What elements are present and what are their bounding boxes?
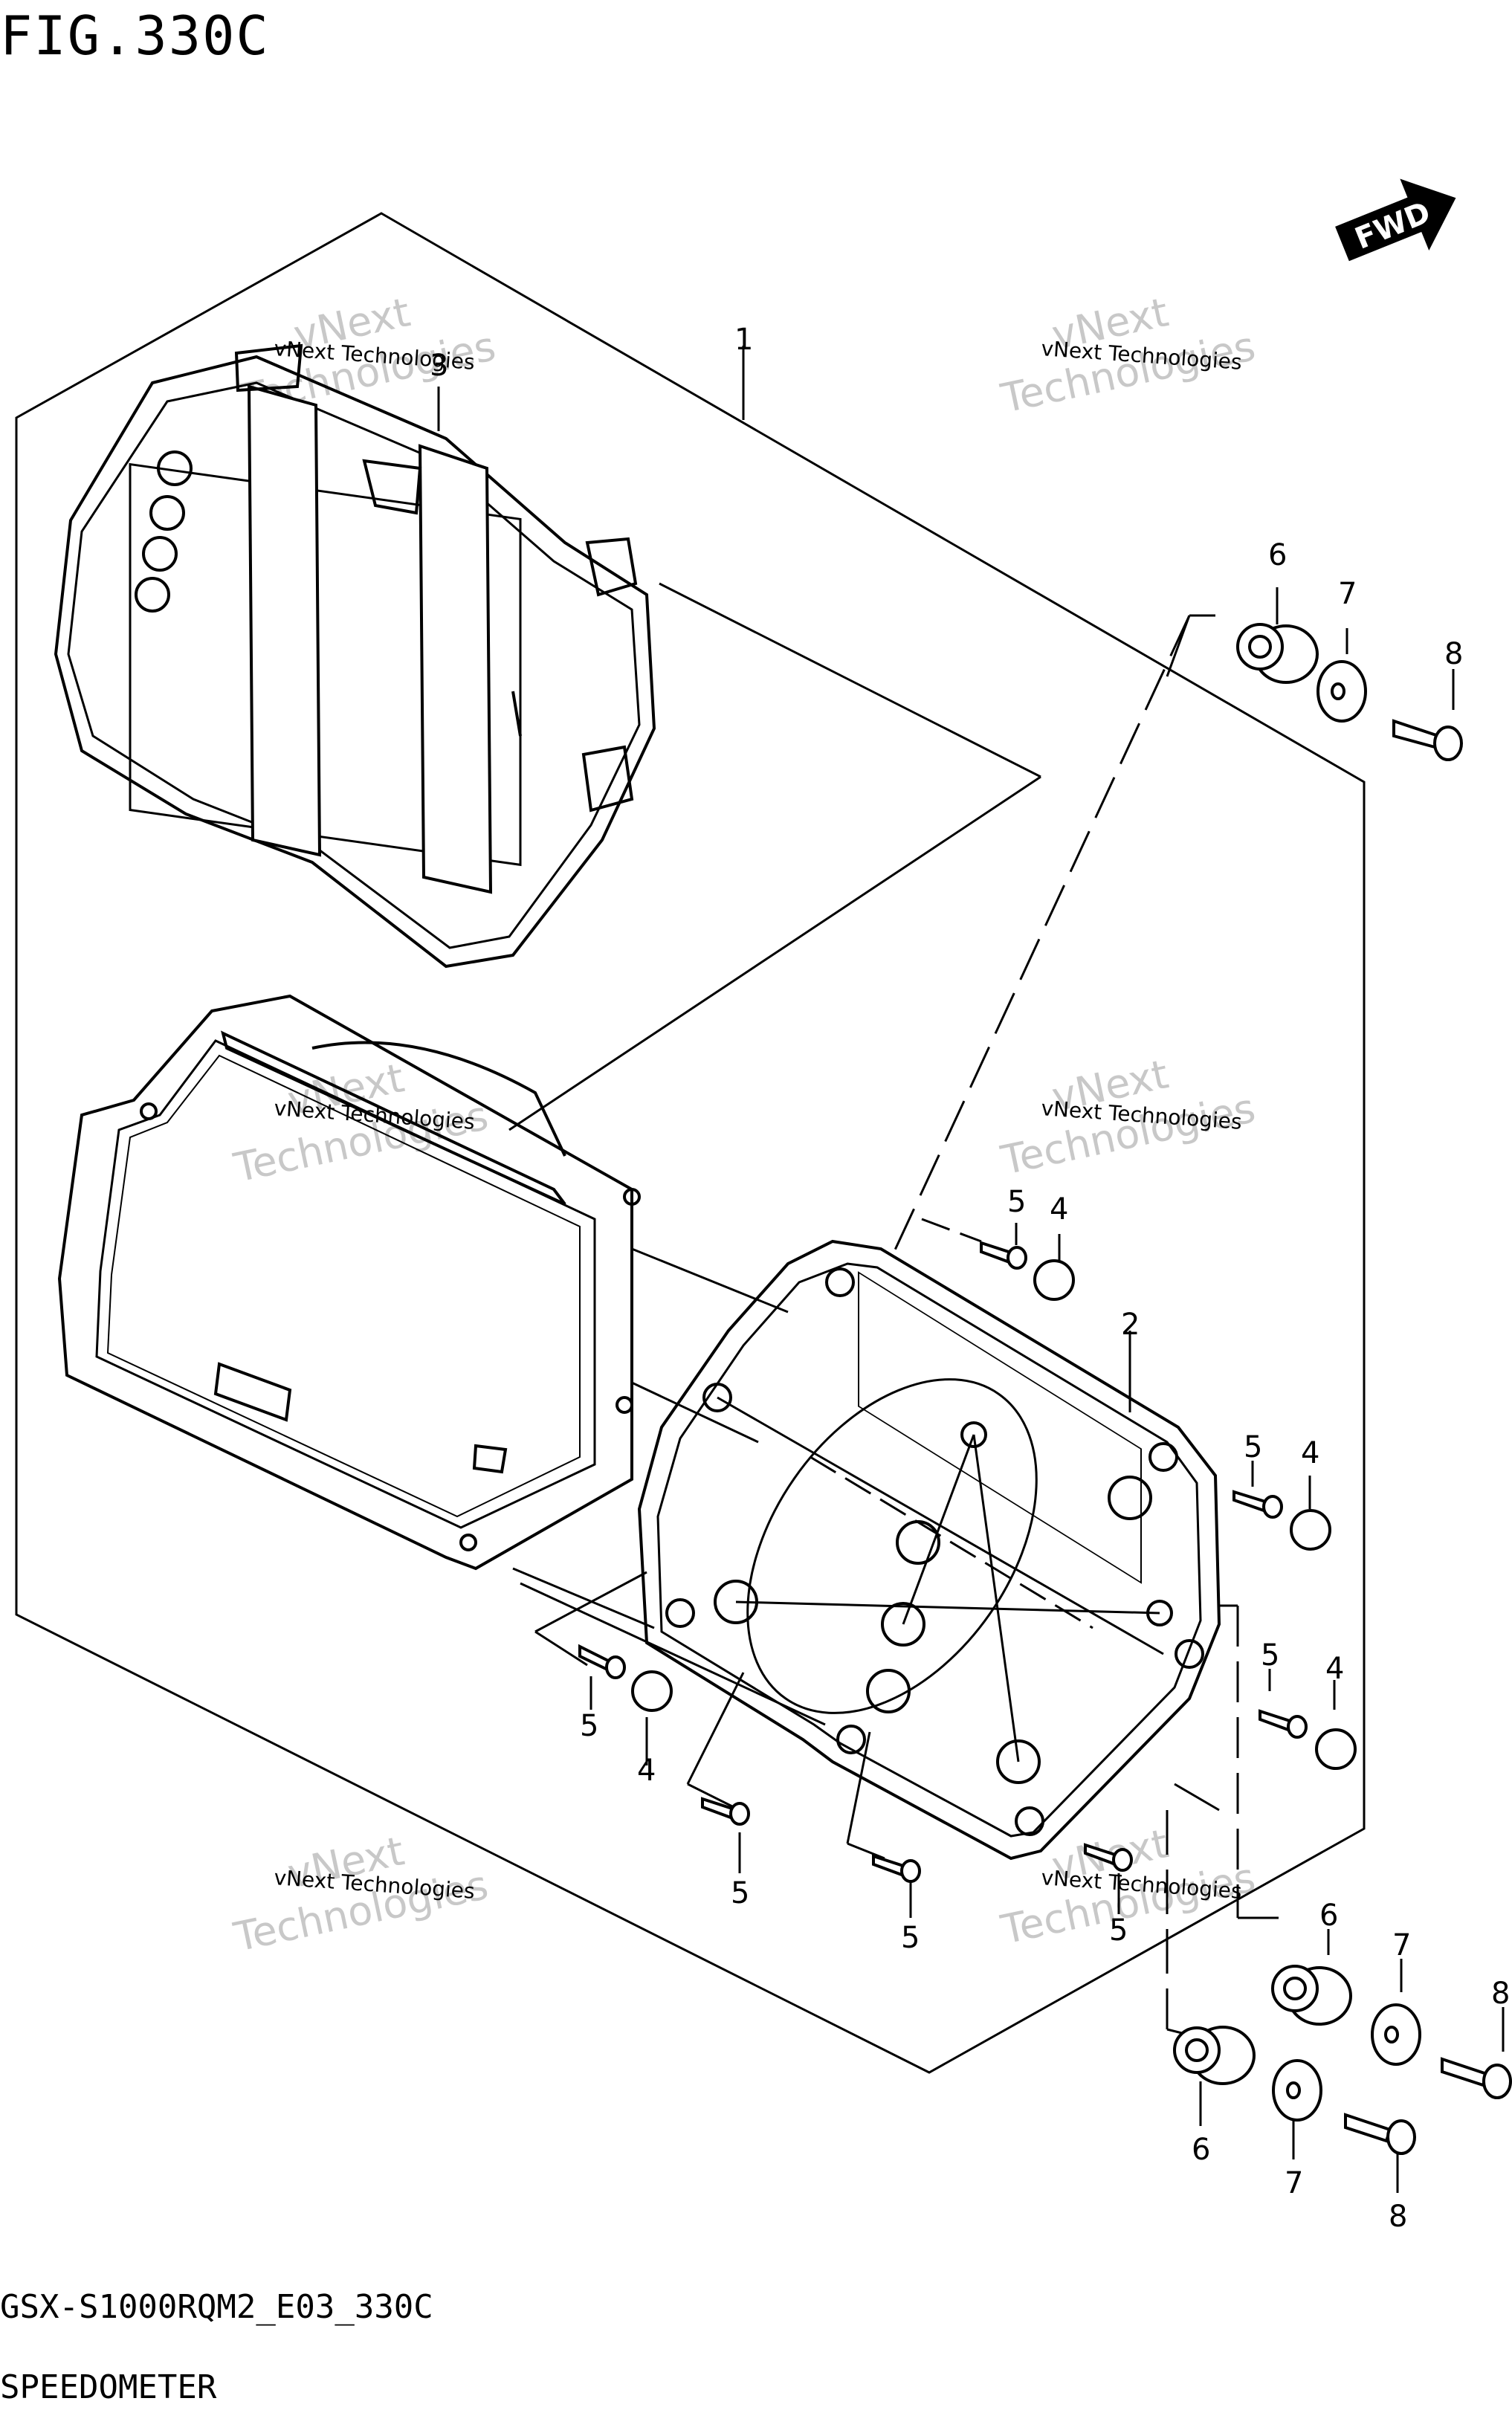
callout-4: 4 <box>1050 1192 1068 1227</box>
callout-3: 3 <box>430 349 448 383</box>
callout-7: 7 <box>1338 577 1357 611</box>
callout-4: 4 <box>637 1754 656 1788</box>
screw-8b <box>1344 2113 1416 2155</box>
callout-5: 5 <box>1109 1913 1128 1948</box>
screw-5f <box>872 1854 921 1883</box>
screw-5a <box>980 1241 1027 1270</box>
callout-5: 5 <box>580 1709 598 1743</box>
screw-5c <box>1259 1709 1308 1739</box>
screw-8a <box>1392 719 1463 761</box>
screw-5b <box>1232 1490 1283 1519</box>
part-back-case <box>637 1239 1221 1861</box>
callout-6: 6 <box>1192 2133 1210 2167</box>
part-meter-case <box>54 343 656 969</box>
model-code: GSX-S1000RQM2_E03_330C <box>0 2288 433 2326</box>
callout-5: 5 <box>731 1876 749 1910</box>
watermark-bottom-left: Technologies vNext vNext Technologies <box>230 1827 492 1961</box>
washer-7b <box>1272 2059 1322 2122</box>
washer-7a <box>1316 660 1367 723</box>
cap-4a <box>1033 1259 1075 1301</box>
callout-5: 5 <box>1261 1638 1279 1673</box>
callout-5: 5 <box>901 1921 920 1955</box>
grommet-6a <box>1236 623 1319 684</box>
watermark-mid-right: Technologies vNext vNext Technologies <box>997 1050 1259 1184</box>
cap-4d <box>631 1670 673 1712</box>
callout-6: 6 <box>1319 1899 1338 1933</box>
callout-7: 7 <box>1392 1928 1411 1962</box>
assembly-boundary-outline <box>15 212 1366 2074</box>
grommet-6b <box>1173 2026 1256 2085</box>
part-description: SPEEDOMETER <box>0 2368 217 2406</box>
washer-7c <box>1371 2003 1421 2066</box>
callout-7: 7 <box>1285 2166 1303 2200</box>
leader-lines <box>437 346 1505 2193</box>
screw-8c <box>1441 2057 1512 2099</box>
grommet-6c <box>1271 1965 1352 2026</box>
callout-4: 4 <box>1325 1652 1344 1686</box>
callout-4: 4 <box>1301 1436 1319 1470</box>
callout-8: 8 <box>1444 637 1463 671</box>
figure-title: FIG.330C <box>0 4 270 67</box>
callout-1: 1 <box>734 323 753 357</box>
cap-4b <box>1290 1509 1331 1551</box>
fwd-direction-badge: FWD <box>1335 178 1456 262</box>
screw-5g <box>1084 1843 1133 1872</box>
cap-4c <box>1315 1728 1357 1770</box>
arrow-icon <box>1335 178 1456 262</box>
watermark-top-right: Technologies vNext vNext Technologies <box>997 288 1259 422</box>
callout-8: 8 <box>1389 2200 1407 2234</box>
callout-2: 2 <box>1121 1308 1140 1342</box>
callout-5: 5 <box>1244 1430 1262 1464</box>
callout-labels: 1 3 2 6 7 8 5 4 5 4 5 4 5 4 5 5 5 6 7 8 … <box>430 323 1510 2234</box>
screw-5e <box>701 1797 750 1826</box>
callout-8: 8 <box>1491 1977 1510 2011</box>
watermark-group: Technologies vNext vNext Technologies Te… <box>230 288 1259 1961</box>
callout-5: 5 <box>1007 1185 1026 1219</box>
callout-6: 6 <box>1268 538 1287 572</box>
screw-5d <box>578 1644 626 1679</box>
